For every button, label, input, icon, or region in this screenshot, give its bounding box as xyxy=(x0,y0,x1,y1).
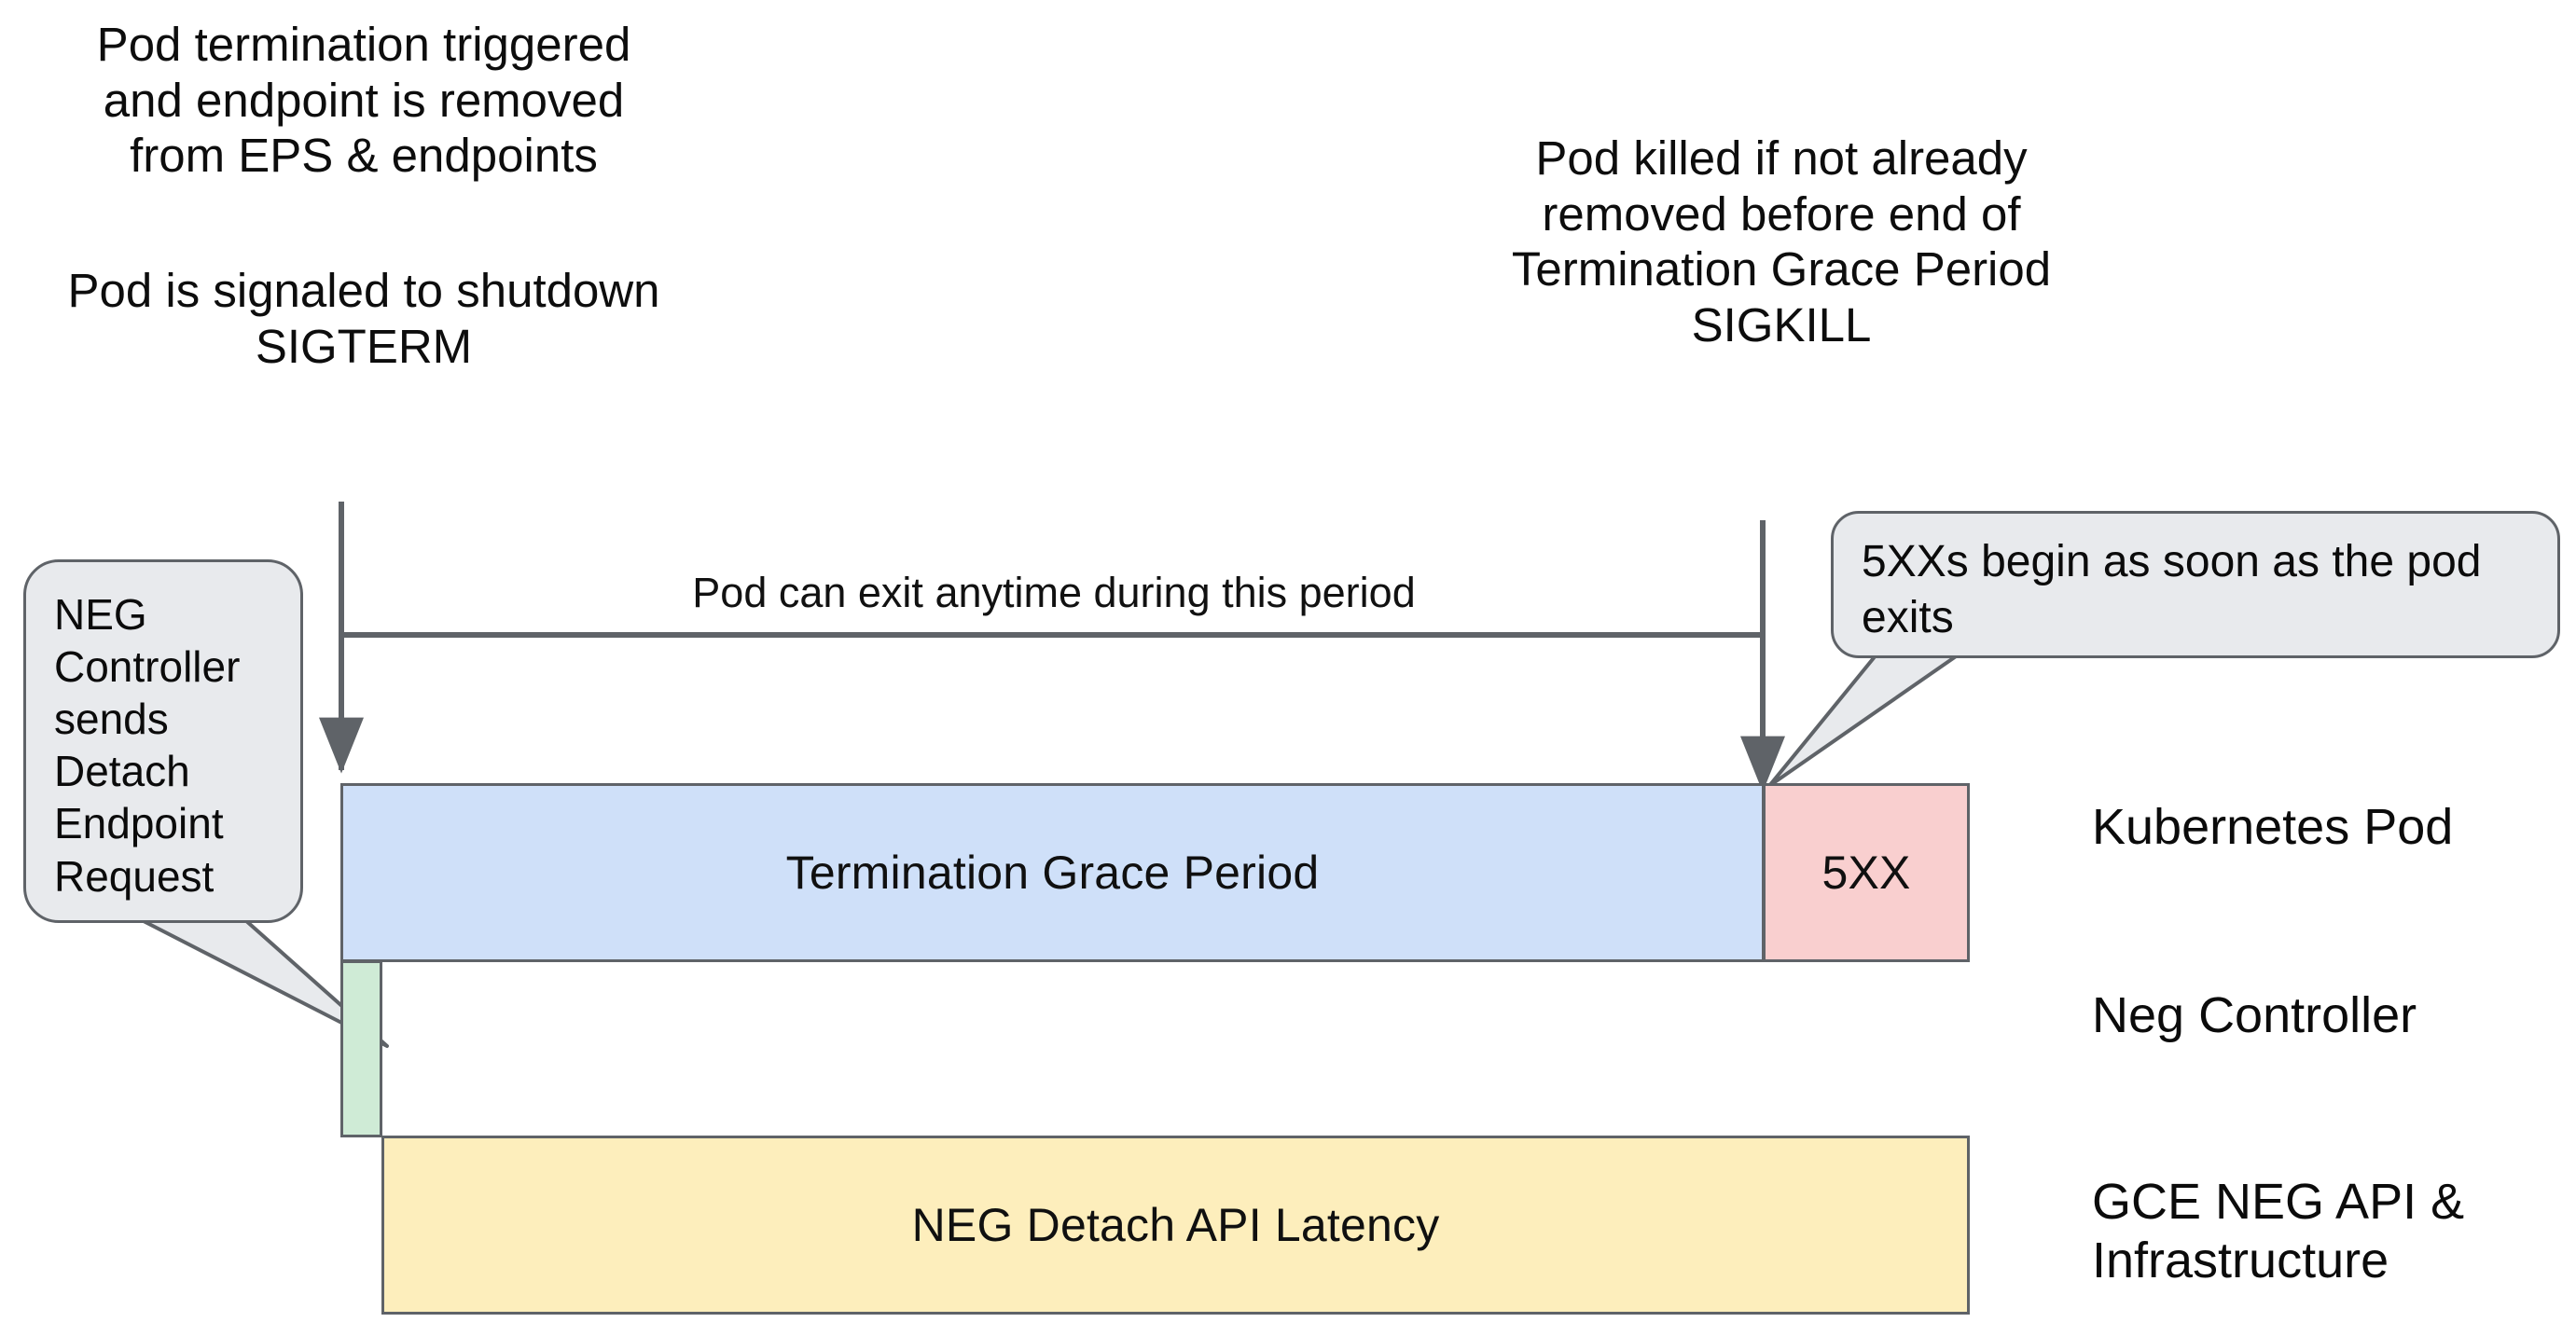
bar-neg-detach-api-latency[interactable]: NEG Detach API Latency xyxy=(381,1136,1970,1315)
bar-label-5xx: 5XX xyxy=(1821,847,1911,899)
note-pod-signaled-sigterm: Pod is signaled to shutdown SIGTERM xyxy=(67,264,660,373)
lane-label-gce-neg-api: GCE NEG API & Infrastructure xyxy=(2092,1174,2465,1288)
period-label-pod-can-exit: Pod can exit anytime during this period xyxy=(692,569,1416,616)
lane-label-kubernetes-pod: Kubernetes Pod xyxy=(2092,799,2454,855)
bar-5xx[interactable]: 5XX xyxy=(1763,783,1970,962)
lane-label-neg-controller: Neg Controller xyxy=(2092,987,2417,1043)
callout-tail-5xx xyxy=(1767,653,1960,788)
bar-label-termination-grace-period: Termination Grace Period xyxy=(785,847,1320,899)
bar-termination-grace-period[interactable]: Termination Grace Period xyxy=(340,783,1765,962)
bar-neg-detach-request[interactable] xyxy=(340,960,382,1137)
note-pod-termination-triggered: Pod termination triggered and endpoint i… xyxy=(96,18,631,183)
note-pod-killed-sigkill: Pod killed if not already removed before… xyxy=(1511,131,2052,351)
bar-label-neg-detach-api-latency: NEG Detach API Latency xyxy=(911,1199,1440,1251)
callout-5xx-begin[interactable]: 5XXs begin as soon as the pod exits xyxy=(1831,511,2560,658)
callout-neg-controller-detach[interactable]: NEG Controller sends Detach Endpoint Req… xyxy=(23,559,303,923)
